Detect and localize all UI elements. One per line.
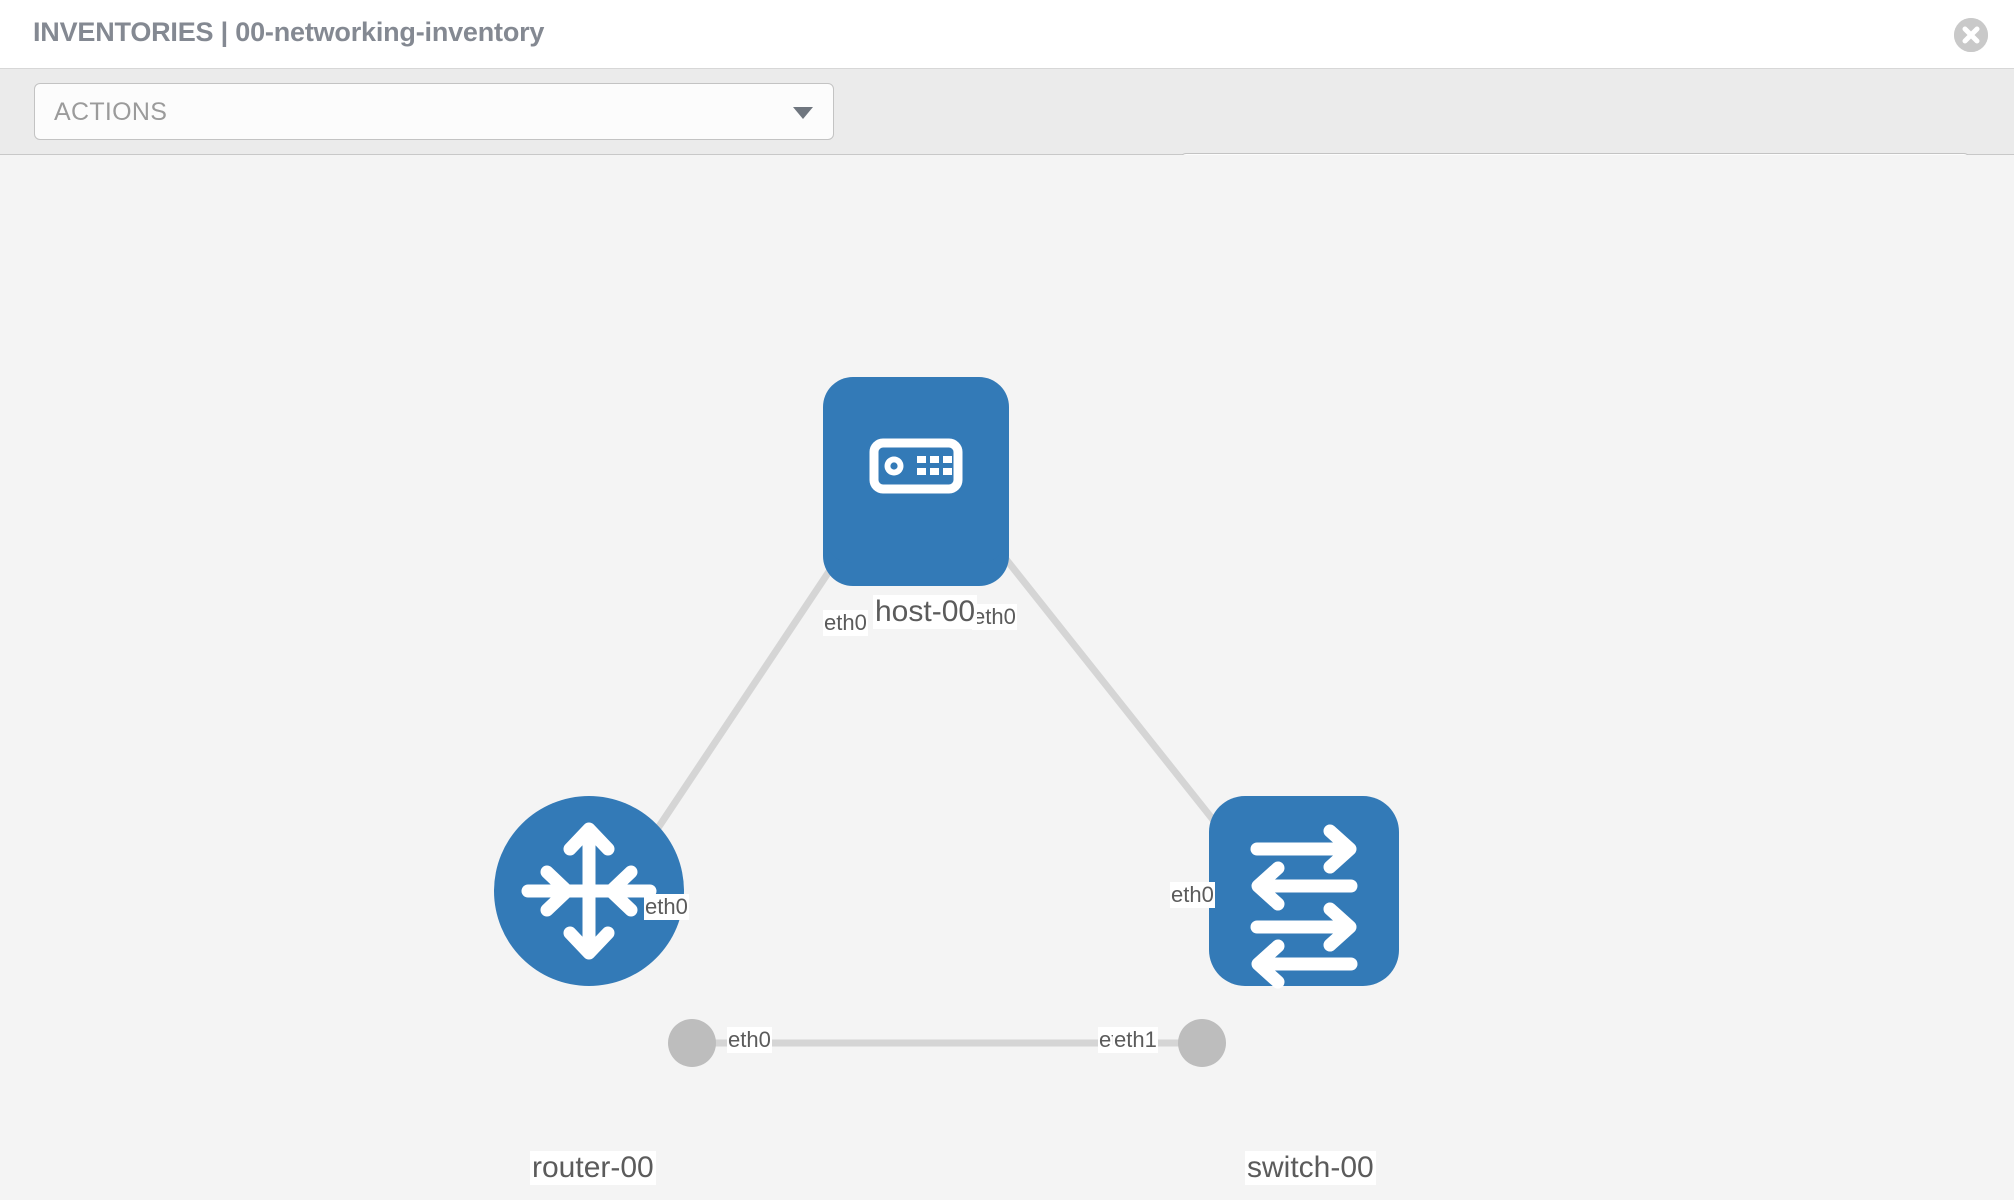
topology-canvas[interactable]: eth0 eth0 eth0 eth0 eth0 eth0 eth1 host-… — [0, 155, 2014, 1200]
edge-label: eth1 — [1113, 1027, 1158, 1053]
node-label-router-00: router-00 — [530, 1151, 656, 1185]
switch-arrows-icon — [1250, 824, 1358, 989]
toolbar: ACTIONS — [0, 69, 2014, 210]
node-router-00 — [494, 796, 684, 986]
edge-label: eth0 — [972, 604, 1017, 630]
node-switch-00 — [1209, 796, 1399, 989]
close-icon[interactable] — [1954, 18, 1988, 52]
edge-label: eth0 — [823, 610, 868, 636]
node-label-host-00: host-00 — [873, 595, 978, 629]
topology-graph — [494, 377, 1399, 1067]
router-arrows-icon — [521, 822, 657, 960]
actions-dropdown-label: ACTIONS — [54, 98, 168, 126]
port-switch00-west — [1178, 1019, 1226, 1067]
edge-label: eth0 — [644, 894, 689, 920]
edge-label: eth0 — [727, 1027, 772, 1053]
node-host-00 — [823, 377, 1009, 586]
node-label-switch-00: switch-00 — [1245, 1151, 1376, 1185]
actions-dropdown[interactable]: ACTIONS — [34, 83, 834, 140]
port-router00-east — [668, 1019, 716, 1067]
server-icon — [869, 438, 963, 494]
page-title: INVENTORIES | 00-networking-inventory — [33, 17, 545, 47]
chevron-down-icon — [793, 106, 813, 119]
edge-label: eth0 — [1170, 882, 1215, 908]
page-header: INVENTORIES | 00-networking-inventory — [0, 0, 2014, 69]
